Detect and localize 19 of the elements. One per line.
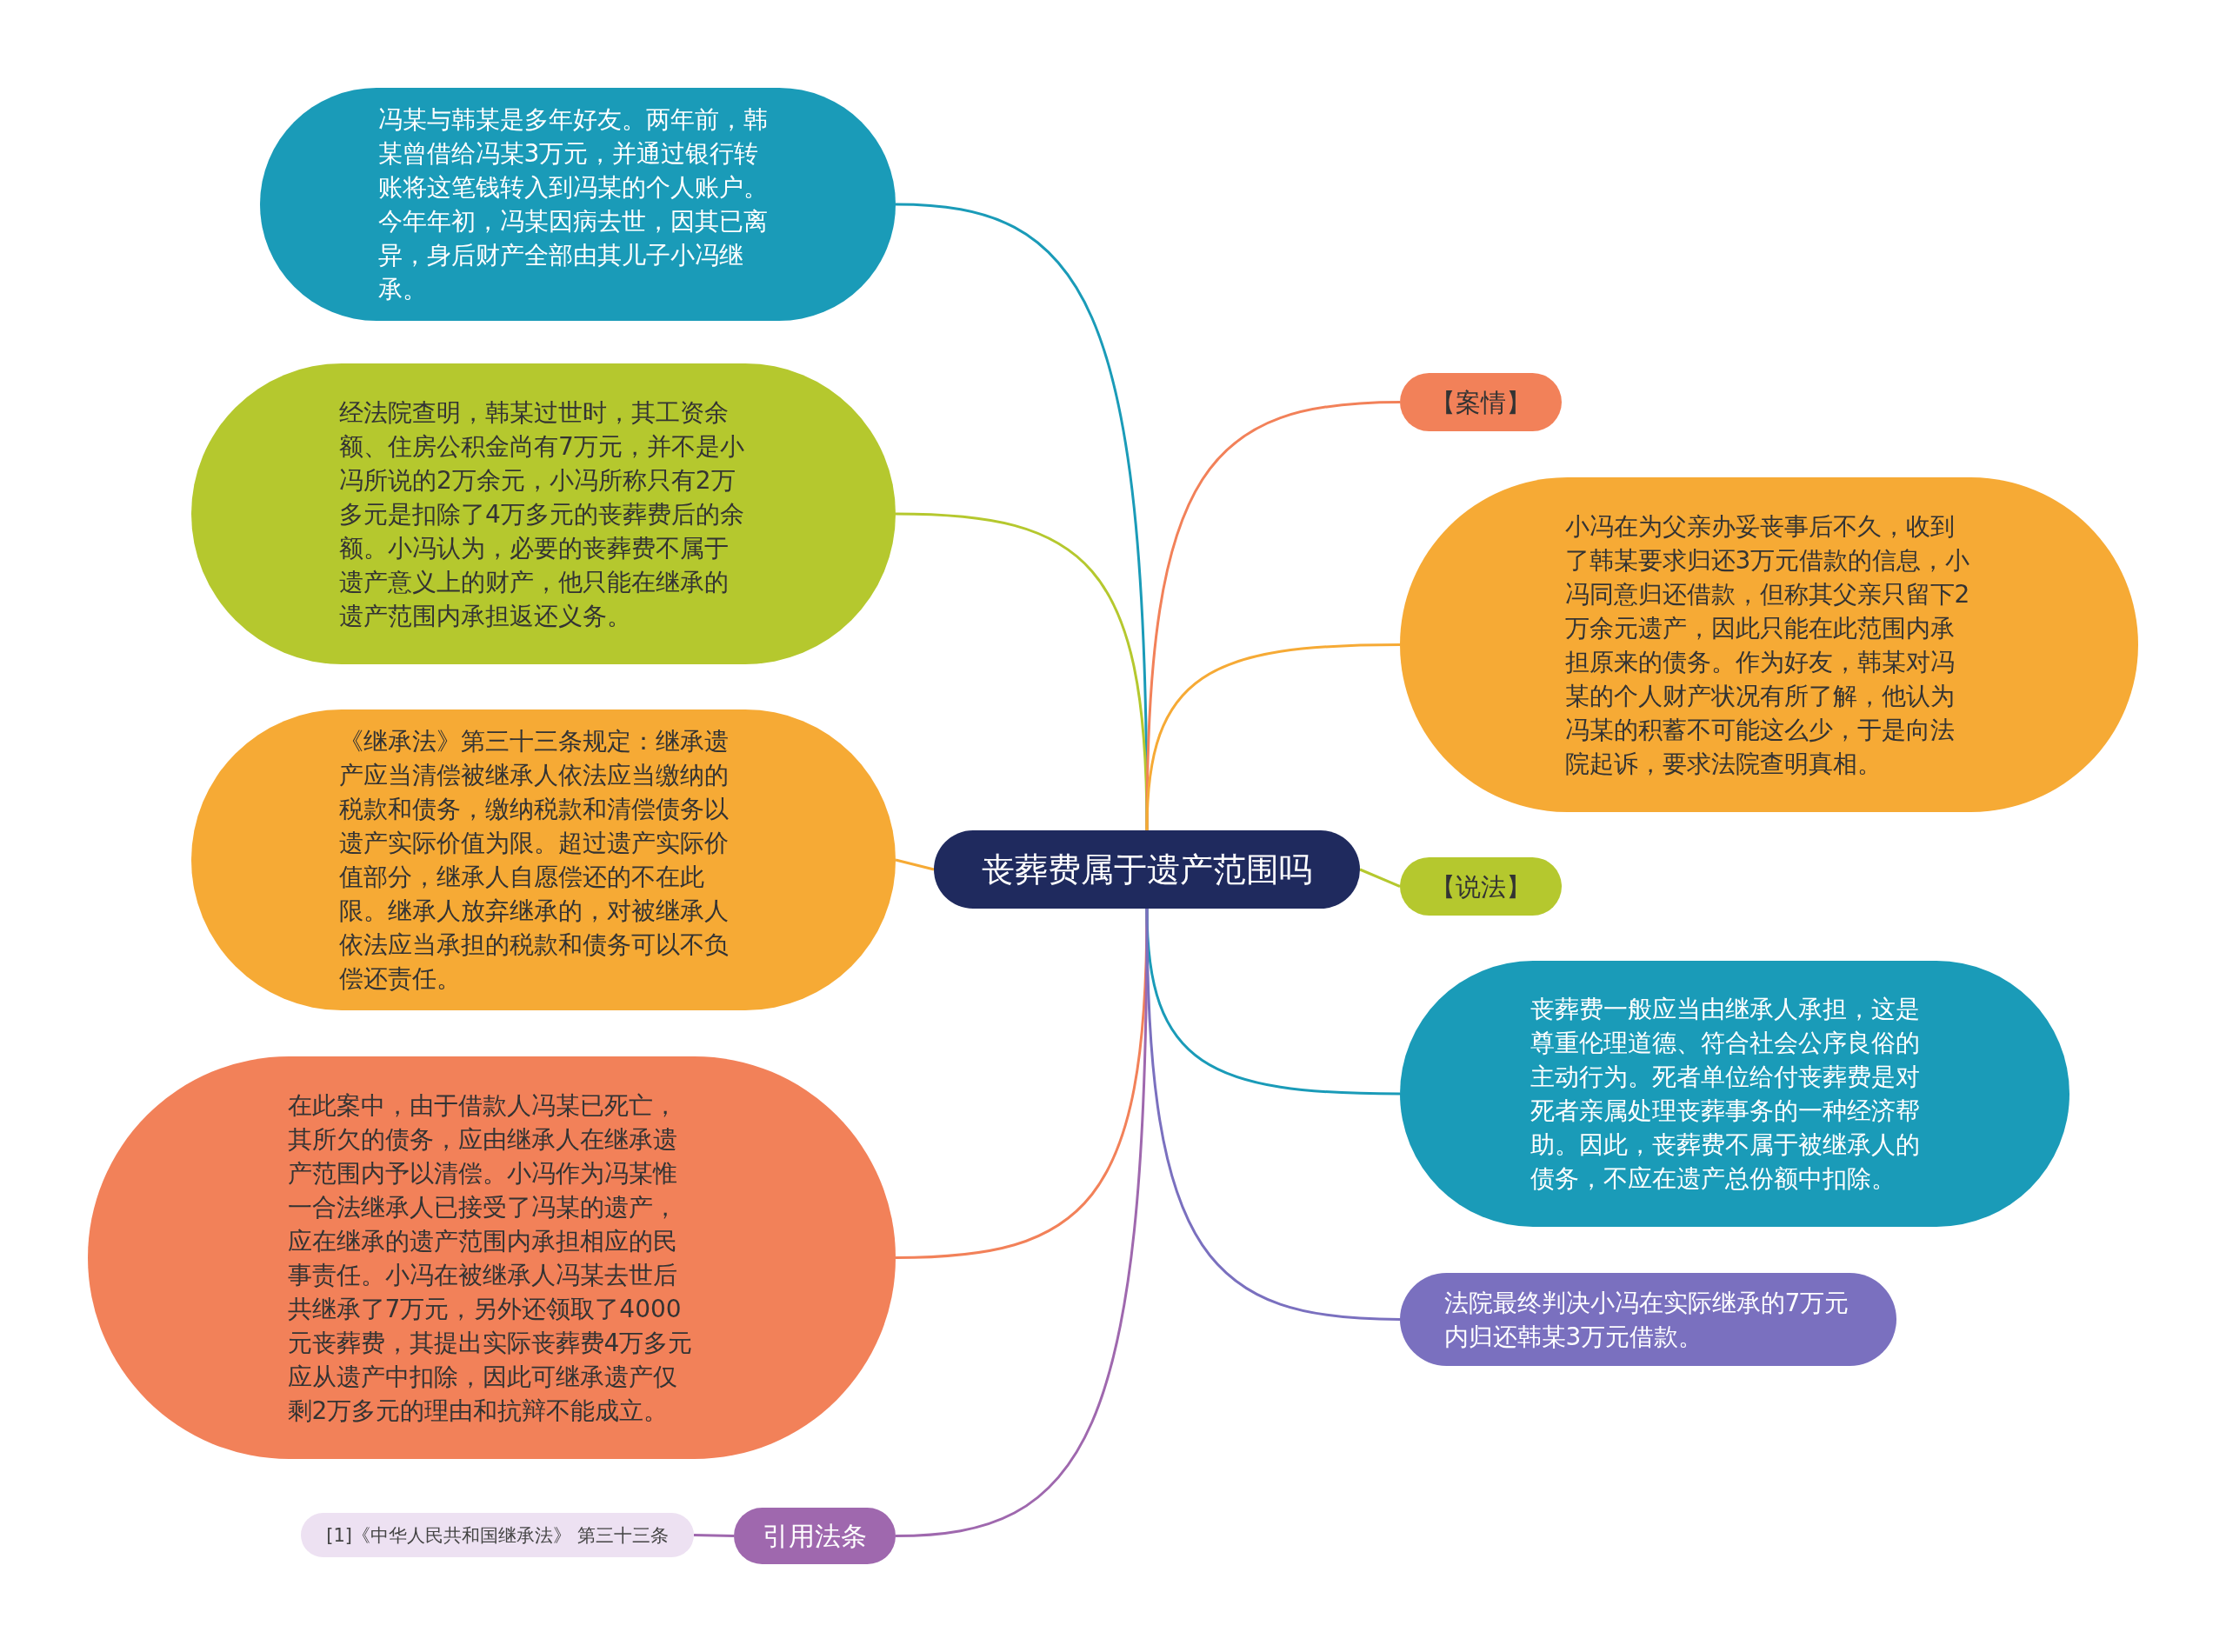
node-text: 冯某与韩某是多年好友。两年前，韩某曾借给冯某3万元，并通过银行转账将这笔钱转入到冯某的个人账户。今年年初，冯某因病去世，因其已离异，身后财产全部由其儿子小冯继承。 <box>377 104 769 305</box>
branch-line <box>1145 643 1400 831</box>
node-text: 【案情】 <box>1430 386 1532 419</box>
node-text: 引用法条 <box>762 1519 868 1553</box>
node-text: 在此案中，由于借款人冯某已死亡，其所欠的债务，应由继承人在继承遗产范围内予以清偿。小冯作为冯某惟一合法继承人已接受了冯某的遗产，应在继承的遗产范围内承担相应的民事责任。小冯在被继承人冯某去世后共继承了7万元，另外还领取了4000元丧葬费，其提出实际丧葬费4万多元应从遗产中扣除，因此可继承遗产仅剩2万多元的理由和抗辩不能成立。 <box>287 1089 694 1427</box>
branch-line <box>1359 868 1401 888</box>
citation-label <box>301 1513 694 1557</box>
node-text: 小冯在为父亲办妥丧事后不久，收到了韩某要求归还3万元借款的信息，小冯同意归还借款，但称其父亲只留下2万余元遗产，因此只能在此范围内承担原来的债务。作为好友，韩某对冯某的个人财产状况有所了解，他认为冯某的积蓄不可能这么少，于是向法院起诉，要求法院查明真相。 <box>1564 510 1971 780</box>
branch-line <box>895 909 1149 1537</box>
node-text: 《继承法》第三十三条规定：继承遗产应当清偿被继承人依法应当缴纳的税款和债务，缴纳税款和清偿债务以遗产实际价值为限。超过遗产实际价值部分，继承人自愿偿还的不在此限。继承人放弃继承的，对被继承人依法应当承担的税款和债务可以不负偿还责任。 <box>339 726 730 995</box>
node-text: 【说法】 <box>1430 870 1532 903</box>
node-text: [1]《中华人民共和国继承法》 第三十三条 <box>325 1523 670 1548</box>
node-text: 法院最终判决小冯在实际继承的7万元内归还韩某3万元借款。 <box>1443 1287 1850 1353</box>
node-text: 经法院查明，韩某过世时，其工资余额、住房公积金尚有7万元，并不是小冯所说的2万余元，小冯所称只有2万多元是扣除了4万多元的丧葬费后的余额。小冯认为，必要的丧葬费不属于遗产意义上的财产，他只能在继承的遗产范围内承担返还义务。 <box>339 396 745 632</box>
node-text: 丧葬费属于遗产范围吗 <box>981 849 1313 889</box>
branch-line <box>1145 401 1401 831</box>
branch-line <box>895 858 935 871</box>
node-text: 丧葬费一般应当由继承人承担，这是尊重伦理道德、符合社会公序良俗的主动行为。死者单位给付丧葬费是对死者亲属处理丧葬事务的一种经济帮助。因此，丧葬费不属于被继承人的债务，不应在遗产总份额中扣除。 <box>1530 994 1921 1195</box>
branch-line <box>693 1534 735 1537</box>
